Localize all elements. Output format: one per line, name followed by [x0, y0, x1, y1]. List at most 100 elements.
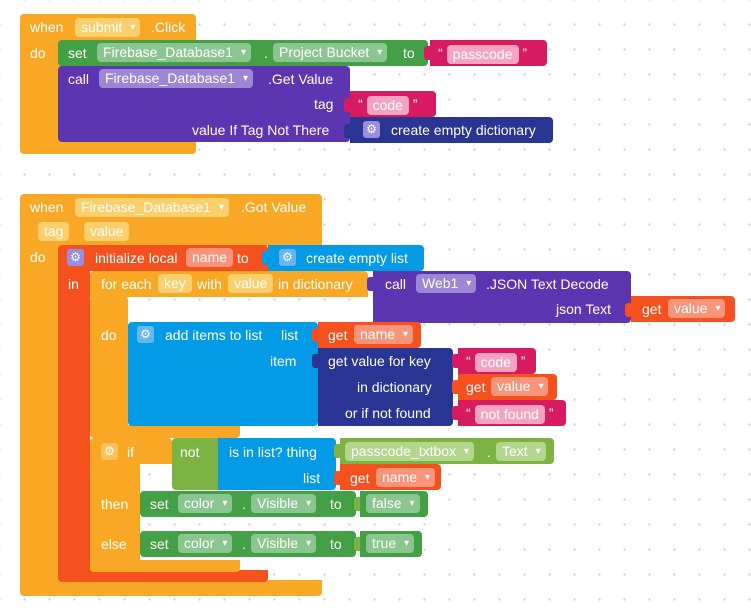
gear-icon[interactable]: ⚙ — [363, 121, 380, 138]
add-items-to-list-block[interactable] — [128, 322, 318, 426]
submit-component-dropdown[interactable]: submit — [75, 18, 141, 37]
gear-icon[interactable]: ⚙ — [67, 249, 84, 266]
tag-plug — [344, 98, 350, 112]
set-visible-true-block[interactable] — [140, 531, 356, 557]
list-label: list — [303, 470, 321, 486]
color-component-dropdown[interactable]: color — [178, 494, 233, 513]
gear-icon[interactable]: ⚙ — [279, 249, 296, 266]
dot-label: . — [487, 444, 491, 460]
quote-close: ” — [548, 405, 554, 421]
create-empty-dictionary-block[interactable] — [350, 117, 553, 143]
visible-property-dropdown[interactable]: Visible — [251, 534, 316, 553]
text-plug — [452, 406, 458, 420]
create-empty-list-label: create empty list — [306, 250, 408, 266]
quote-close: ” — [522, 45, 528, 61]
get-plug — [452, 380, 458, 394]
tag-label: tag — [314, 96, 334, 112]
quote-open: “ — [358, 96, 363, 112]
value-if-tag-not-there-label: value If Tag Not There — [192, 122, 330, 138]
logic-plug — [354, 497, 360, 511]
to-label: to — [330, 496, 342, 512]
to-label: to — [237, 250, 249, 266]
firebase-component-dropdown[interactable]: Firebase_Database1 — [97, 43, 251, 62]
got-value-event-body — [20, 240, 60, 595]
gear-icon[interactable]: ⚙ — [137, 326, 154, 343]
if-label: if — [127, 444, 134, 460]
text-property-dropdown[interactable]: Text — [496, 442, 546, 461]
quote-open: “ — [438, 45, 443, 61]
for-each-label: for each — [101, 276, 152, 292]
to-label: to — [403, 45, 415, 61]
firebase-call-component-dropdown[interactable]: Firebase_Database1 — [99, 69, 253, 88]
add-items-label: add items to list — [165, 327, 263, 343]
initialize-local-body — [58, 270, 90, 575]
get-name-dropdown[interactable]: name — [376, 468, 436, 487]
then-label: then — [101, 496, 129, 512]
get-plug — [312, 328, 318, 342]
text-plug — [452, 354, 458, 368]
gear-icon[interactable]: ⚙ — [101, 443, 118, 460]
set-visible-false-block[interactable] — [140, 491, 356, 517]
not-label: not — [180, 444, 200, 460]
code-text-block[interactable]: “ code ” — [350, 91, 436, 117]
is-in-list-block[interactable] — [218, 438, 336, 490]
param-tag[interactable]: tag — [38, 222, 70, 241]
get-label: get — [350, 470, 370, 486]
get-value-method-label: .Get Value — [268, 71, 334, 87]
get-value-for-key-label: get value for key — [328, 353, 431, 369]
firebase-event-component-dropdown[interactable]: Firebase_Database1 — [75, 198, 229, 217]
list-label: list — [281, 327, 299, 343]
not-block[interactable] — [172, 438, 218, 490]
key-code-text-value[interactable]: code — [474, 352, 517, 372]
param-value[interactable]: value — [84, 222, 130, 241]
item-label: item — [270, 353, 297, 369]
get-label: get — [642, 301, 662, 317]
or-if-not-found-label: or if not found — [345, 405, 431, 421]
for-each-dict-body — [90, 296, 128, 438]
call-plug — [367, 277, 373, 291]
call-label: call — [385, 276, 407, 292]
not-found-text-block[interactable]: “ not found ” — [458, 400, 566, 426]
passcode-text-block[interactable]: “ passcode ” — [430, 40, 547, 66]
to-label: to — [330, 536, 342, 552]
quote-close: ” — [520, 353, 526, 369]
call-label: call — [68, 71, 90, 87]
code-text-value[interactable]: code — [366, 95, 409, 115]
color-component-dropdown[interactable]: color — [178, 534, 233, 553]
get-label: get — [466, 379, 486, 395]
set-label: set — [68, 45, 87, 61]
visible-property-dropdown[interactable]: Visible — [251, 494, 316, 513]
loop-key-var[interactable]: key — [158, 274, 192, 293]
when-label: when — [30, 199, 64, 215]
dict-plug — [312, 354, 318, 368]
do-label: do — [30, 249, 46, 265]
project-bucket-property-dropdown[interactable]: Project Bucket — [273, 43, 388, 62]
dot-label: . — [242, 536, 246, 552]
web1-component-dropdown[interactable]: Web1 — [416, 274, 477, 293]
get-value-for-key-block[interactable] — [318, 348, 453, 426]
if-block-footer — [90, 560, 240, 572]
true-dropdown[interactable]: true — [366, 534, 415, 553]
not-found-text-value[interactable]: not found — [474, 404, 545, 424]
get-value-dropdown[interactable]: value — [491, 377, 549, 396]
for-each-dict-footer — [90, 425, 240, 438]
when-label: when — [30, 19, 64, 35]
create-empty-dictionary-label: create empty dictionary — [391, 122, 536, 138]
logic-plug — [354, 537, 360, 551]
passcode-text-value[interactable]: passcode — [446, 44, 519, 64]
passcode-txtbox-dropdown[interactable]: passcode_txtbox — [345, 442, 475, 461]
loop-value-var[interactable]: value — [228, 274, 274, 293]
get-value-dropdown[interactable]: value — [668, 299, 726, 318]
local-name-field[interactable]: name — [186, 248, 234, 267]
key-code-text-block[interactable]: “ code ” — [458, 348, 536, 374]
else-label: else — [101, 536, 127, 552]
get-name-dropdown[interactable]: name — [354, 325, 414, 344]
got-value-event-label: .Got Value — [241, 199, 307, 215]
false-dropdown[interactable]: false — [366, 494, 420, 513]
set-label: set — [150, 496, 169, 512]
initialize-local-footer — [58, 570, 268, 582]
set-label: set — [150, 536, 169, 552]
quote-close: ” — [412, 96, 418, 112]
get-plug — [334, 471, 340, 485]
in-dictionary-label: in dictionary — [278, 276, 353, 292]
